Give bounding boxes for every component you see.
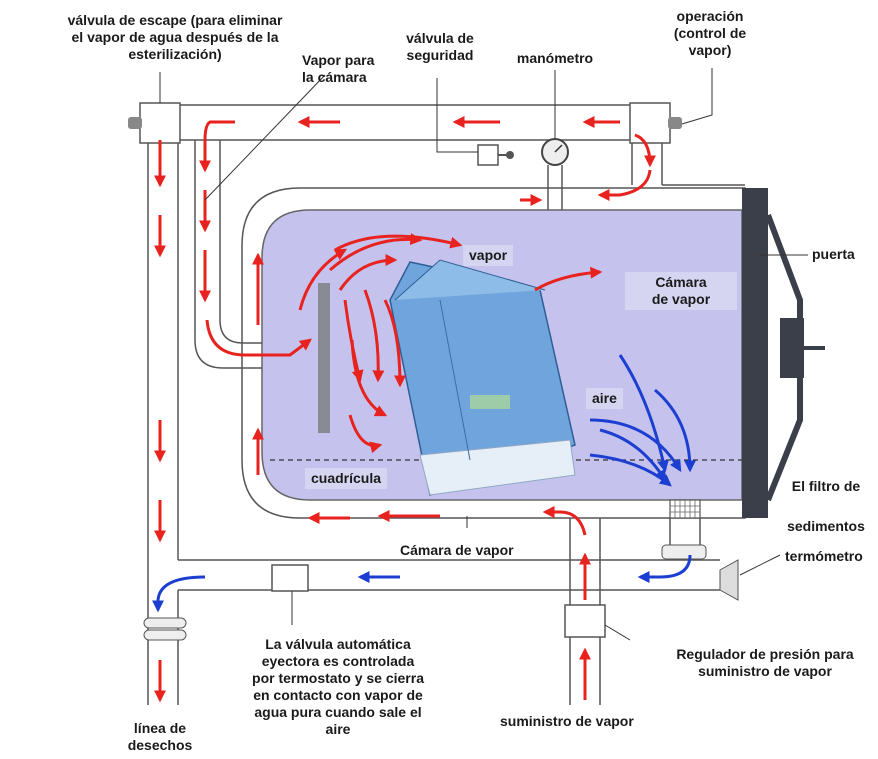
- exhaust-valve-label: válvula de escape (para eliminar el vapo…: [67, 12, 283, 62]
- safety-valve: [477, 144, 514, 166]
- ejector-valve-label: La válvula automática eyectora es contro…: [252, 636, 424, 737]
- shelf-rack: [318, 283, 330, 433]
- exhaust-valve-handle: [128, 117, 142, 129]
- leader-lines: [159, 68, 808, 641]
- pressure-gauge-label: manómetro: [516, 50, 594, 66]
- exhaust-valve: [139, 102, 181, 144]
- steam-jacket-label: Cámara de vapor: [400, 542, 514, 558]
- sediment-filter-label: El filtro de sedimentos: [787, 478, 865, 534]
- safety-valve-label: válvula de seguridad: [406, 30, 474, 63]
- steam-to-chamber-label: Vapor para la cámara: [302, 52, 375, 85]
- drain-coupling: [143, 617, 187, 641]
- steam-arrows: [154, 116, 656, 703]
- air-label: aire: [586, 388, 623, 409]
- control-valve-handle: [668, 117, 682, 129]
- steam-label: vapor: [463, 245, 514, 266]
- waste-line-label: línea de desechos: [127, 720, 193, 753]
- grid-label: cuadrícula: [305, 468, 388, 489]
- pressure-gauge-icon: [541, 138, 569, 166]
- ejector-valve: [271, 564, 309, 592]
- steam-supply-label: suministro de vapor: [500, 713, 634, 729]
- door-label: puerta: [812, 246, 855, 262]
- operation-label: operación (control de vapor): [673, 8, 747, 58]
- wrapped-package: [389, 259, 576, 496]
- pressure-regulator-label: Regulador de presión para suministro de …: [676, 646, 854, 679]
- door: [742, 188, 825, 518]
- thermometer-label: termómetro: [785, 548, 863, 564]
- steam-chamber-label: Cámara de vapor: [625, 272, 737, 310]
- sediment-filter-mesh: [670, 500, 700, 518]
- air-arrows: [152, 354, 696, 613]
- pressure-regulator: [564, 604, 606, 638]
- thermometer-icon: [661, 544, 739, 601]
- control-valve: [629, 102, 671, 144]
